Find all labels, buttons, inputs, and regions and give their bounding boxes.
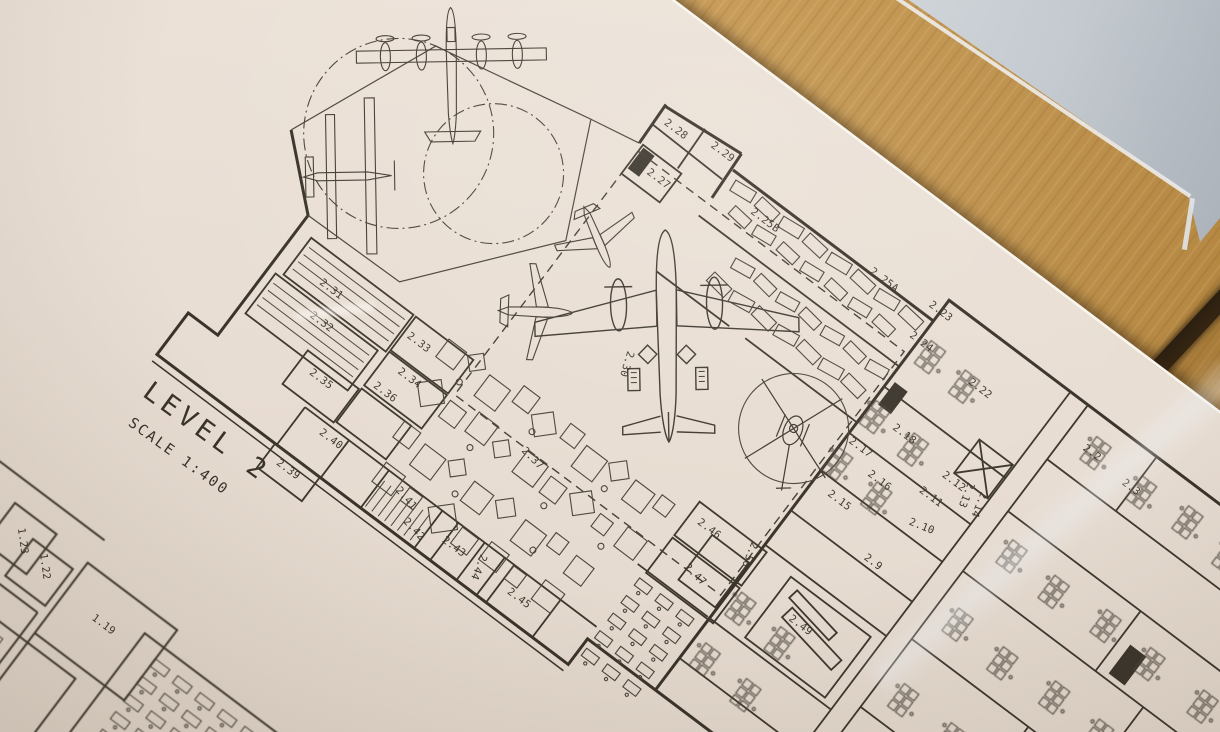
biplane-aircraft-drawing [302,97,396,255]
room-label: 2.9 [862,552,885,574]
room-label: 2.10 [907,516,936,537]
stairs-and-shelves [199,243,514,540]
room-label: 1.22 [37,553,53,581]
room-label: 2.16 [865,468,893,494]
terrace-boundary [256,0,639,348]
room-label: 2.33 [405,330,433,356]
room-label: 1.23 [15,527,31,555]
room-label: 2.41 [393,485,419,513]
room-label: 2.30 [617,350,636,379]
level1-fragment-walls [0,445,344,732]
furniture-right-wing [670,313,1220,732]
bomber-aircraft-drawing [356,6,548,145]
room-label: 2.34 [395,365,423,391]
room-label: 2.44 [468,553,489,582]
helicopter-drawing [726,368,855,504]
level1-furniture [0,557,259,732]
room-label: 2.22 [966,376,994,402]
stair-cores [627,147,1147,686]
furniture [342,98,928,706]
room-label: 2.40 [317,426,345,452]
room-label: 1.19 [89,612,117,638]
small-aircraft-drawing-2 [497,263,574,362]
room-label: 2.11 [917,484,945,510]
large-aircraft-drawing [533,228,801,445]
room-label: 2.27 [644,166,672,192]
room-label: 2.37 [519,445,546,472]
small-aircraft-drawing-1 [545,190,648,284]
room-label: 2.42 [401,516,428,544]
room-label: 2.45 [505,586,533,612]
interior-walls [176,0,1220,732]
dashed-boundaries [0,0,904,732]
